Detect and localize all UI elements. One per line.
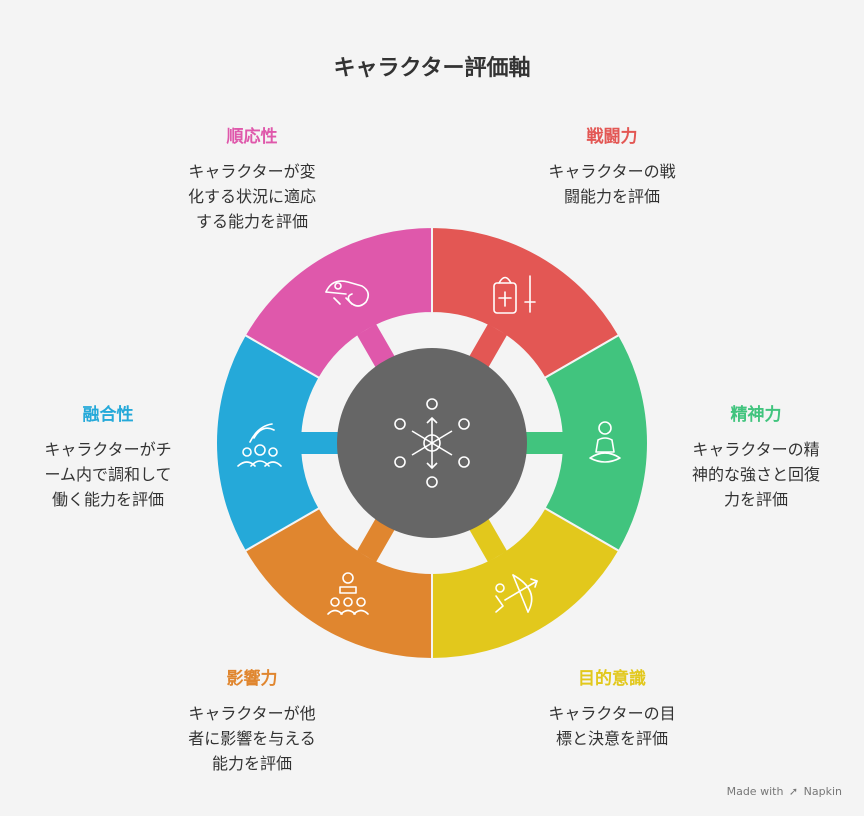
page-title: キャラクター評価軸 — [333, 56, 531, 81]
archer-icon — [495, 574, 538, 613]
label-title: 目的意識 — [578, 669, 646, 689]
label-title: 融合性 — [82, 405, 134, 425]
label-fusion: 融合性 キャラクターがチ ーム内で調和して 働く能力を評価 — [8, 400, 208, 512]
connector-adapt — [356, 324, 395, 368]
label-title: 順応性 — [226, 127, 278, 147]
label-battle: 戦闘力 キャラクターの戦 闘能力を評価 — [512, 122, 712, 209]
label-desc: キャラクターの精 神的な強さと回復 力を評価 — [691, 440, 820, 509]
label-title: 影響力 — [226, 669, 278, 689]
connector-fusion — [301, 432, 338, 454]
label-desc: キャラクターが他 者に影響を与える 能力を評価 — [188, 704, 316, 773]
knight-icon — [493, 275, 536, 314]
label-desc: キャラクターが変 化する状況に適応 する能力を評価 — [187, 162, 316, 231]
napkin-logo-icon: ➚ — [788, 785, 799, 798]
label-spirit: 精神力 キャラクターの精 神的な強さと回復 力を評価 — [656, 400, 856, 512]
label-desc: キャラクターがチ ーム内で調和して 働く能力を評価 — [44, 440, 172, 509]
label-influence: 影響力 キャラクターが他 者に影響を与える 能力を評価 — [152, 664, 352, 776]
label-desc: キャラクターの目 標と決意を評価 — [548, 704, 676, 748]
team-icon — [237, 423, 282, 467]
label-adapt: 順応性 キャラクターが変 化する状況に適応 する能力を評価 — [152, 122, 352, 234]
label-desc: キャラクターの戦 闘能力を評価 — [548, 162, 676, 206]
connector-influence — [356, 518, 395, 562]
connector-battle — [469, 324, 508, 368]
meditation-icon — [589, 421, 621, 463]
audience-icon — [327, 572, 369, 615]
connector-purpose — [469, 518, 508, 562]
label-title: 戦闘力 — [586, 127, 638, 147]
hub-network-icon — [394, 398, 470, 488]
label-purpose: 目的意識 キャラクターの目 標と決意を評価 — [512, 664, 712, 751]
label-title: 精神力 — [730, 405, 782, 425]
chameleon-icon — [325, 280, 370, 307]
footer-credit: Made with ➚ Napkin — [726, 785, 842, 798]
connector-spirit — [526, 432, 563, 454]
